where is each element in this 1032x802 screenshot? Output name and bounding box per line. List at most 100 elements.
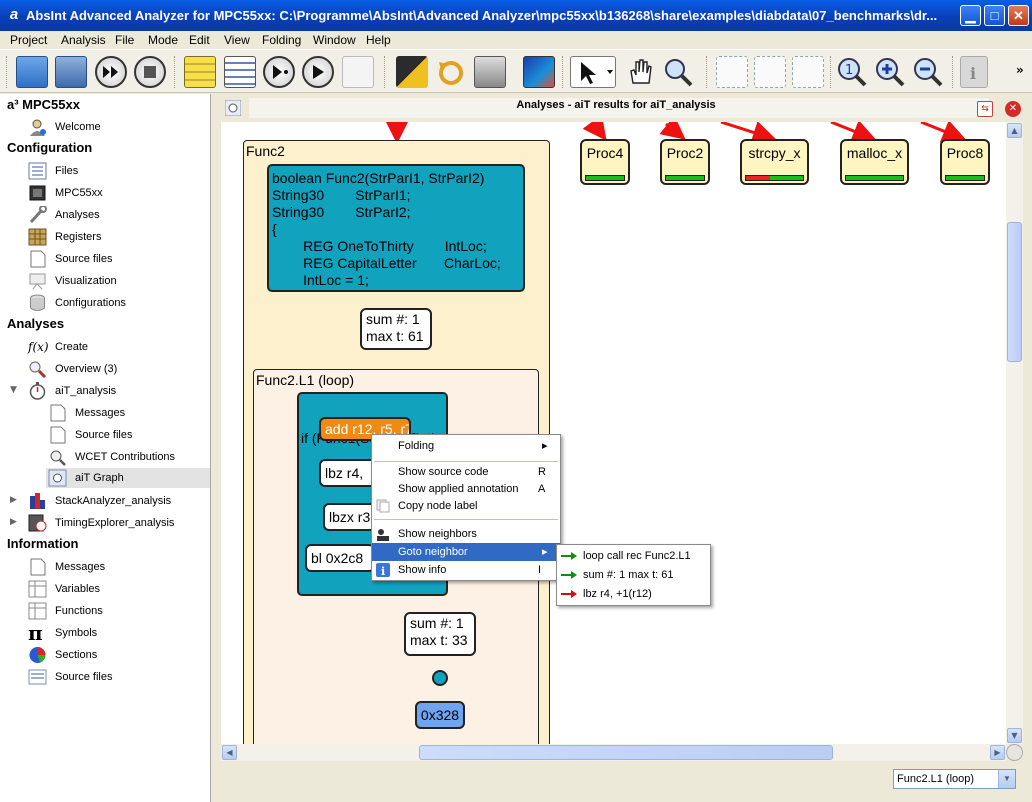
- run-step-icon[interactable]: [263, 56, 295, 88]
- sidebar-item-ait-graph[interactable]: aiT Graph: [46, 468, 210, 488]
- zoom-reset-icon[interactable]: 1: [836, 56, 868, 88]
- sidebar-item-timingexplorer[interactable]: TimingExplorer_analysis: [28, 513, 208, 533]
- proc-node-malloc[interactable]: malloc_x: [840, 139, 909, 185]
- menu-view[interactable]: View: [224, 33, 250, 47]
- edit-annotations-icon[interactable]: [396, 56, 428, 88]
- close-panel-button[interactable]: ✕: [1005, 101, 1021, 117]
- save-icon[interactable]: [55, 56, 87, 88]
- junction-node[interactable]: [432, 670, 448, 686]
- report-icon[interactable]: [224, 56, 256, 88]
- sidebar-item-info-messages[interactable]: Messages: [28, 557, 208, 577]
- scroll-right-button[interactable]: ▶: [990, 745, 1005, 760]
- collapse-arrow-icon[interactable]: ▼: [10, 385, 17, 395]
- menu-item-show-neighbors[interactable]: Show neighbors: [372, 525, 560, 543]
- proc-node-proc8[interactable]: Proc8: [940, 139, 990, 185]
- horizontal-scrollbar[interactable]: ◀ ▶: [221, 744, 1006, 761]
- proc-node-proc4[interactable]: Proc4: [580, 139, 630, 185]
- stop-icon[interactable]: [134, 56, 166, 88]
- menu-edit[interactable]: Edit: [189, 33, 210, 47]
- menu-item-goto-neighbor[interactable]: Goto neighbor ▸: [372, 543, 560, 561]
- menu-item-copy-node-label[interactable]: Copy node label: [372, 497, 560, 515]
- hand-tool-icon[interactable]: [624, 56, 656, 88]
- zoom-corner-icon[interactable]: [1006, 744, 1023, 761]
- sidebar-item-stackanalyzer[interactable]: StackAnalyzer_analysis: [28, 491, 208, 511]
- menu-item-show-source-code[interactable]: Show source code R: [372, 463, 560, 481]
- reload-icon[interactable]: [435, 56, 467, 88]
- menu-project[interactable]: Project: [10, 33, 48, 47]
- sidebar-item-wcet-contributions[interactable]: WCET Contributions: [48, 447, 208, 467]
- node-selector-dropdown[interactable]: Func2.L1 (loop) ▼: [893, 769, 1016, 789]
- pointer-tool-icon[interactable]: [570, 56, 616, 88]
- stat-node-sum2[interactable]: sum #: 1 max t: 33: [404, 612, 476, 656]
- minimize-button[interactable]: ▁: [960, 5, 981, 26]
- sidebar-item-sections[interactable]: Sections: [28, 645, 208, 665]
- menu-mode[interactable]: Mode: [148, 33, 179, 47]
- sidebar-item-files[interactable]: Files: [28, 161, 208, 181]
- analysis-list-icon[interactable]: [184, 56, 216, 88]
- graph-export-icon[interactable]: [523, 56, 555, 88]
- open-folder-icon[interactable]: [16, 56, 48, 88]
- menu-help[interactable]: Help: [366, 33, 391, 47]
- menu-file[interactable]: File: [115, 33, 135, 47]
- scroll-up-button[interactable]: ▲: [1007, 123, 1022, 138]
- menu-folding[interactable]: Folding: [262, 33, 302, 47]
- menu-window[interactable]: Window: [313, 33, 356, 47]
- zoom-out-icon[interactable]: [912, 56, 944, 88]
- proc-node-proc2[interactable]: Proc2: [660, 139, 710, 185]
- menu-analysis[interactable]: Analysis: [61, 33, 106, 47]
- layout-left-icon[interactable]: [716, 56, 748, 88]
- expand-arrow-icon[interactable]: ▶: [10, 495, 17, 505]
- print-icon[interactable]: [474, 56, 506, 88]
- stat-node-sum1[interactable]: sum #: 1 max t: 61: [360, 308, 432, 350]
- proc-node-strcpy[interactable]: strcpy_x: [740, 139, 809, 185]
- neighbor-item-loop-call[interactable]: loop call rec Func2.L1: [557, 547, 710, 565]
- sidebar-item-configurations[interactable]: Configurations: [28, 293, 208, 313]
- scroll-down-button[interactable]: ▼: [1007, 728, 1022, 743]
- run-icon[interactable]: [302, 56, 334, 88]
- run-all-icon[interactable]: [95, 56, 127, 88]
- dropdown-arrow-icon[interactable]: ▼: [998, 770, 1015, 788]
- address-node[interactable]: 0x328: [415, 701, 465, 729]
- sidebar-item-overview[interactable]: Overview (3): [28, 359, 208, 379]
- vertical-scrollbar[interactable]: ▲ ▼: [1006, 122, 1023, 744]
- instruction-node-lbz[interactable]: lbz r4,: [319, 459, 379, 487]
- sidebar-item-functions[interactable]: Functions: [28, 601, 208, 621]
- neighbor-item-sum[interactable]: sum #: 1 max t: 61: [557, 566, 710, 584]
- maximize-button[interactable]: □: [984, 5, 1005, 26]
- horizontal-scroll-thumb[interactable]: [419, 745, 833, 760]
- presentation-icon[interactable]: [342, 56, 374, 88]
- sidebar-item-info-source-files[interactable]: Source files: [28, 667, 208, 687]
- sidebar-item-symbols[interactable]: π Symbols: [28, 623, 208, 643]
- sidebar-item-welcome[interactable]: Welcome: [28, 117, 208, 137]
- sidebar-item-visualization[interactable]: Visualization: [28, 271, 208, 291]
- sidebar-item-create[interactable]: f(x) Create: [28, 337, 208, 357]
- expand-arrow-icon[interactable]: ▶: [10, 517, 17, 527]
- instruction-node-bl[interactable]: bl 0x2c8: [305, 544, 375, 572]
- sidebar-item-ait-messages[interactable]: Messages: [48, 403, 208, 423]
- sidebar-item-analyses[interactable]: Analyses: [28, 205, 208, 225]
- zoom-in-icon[interactable]: [874, 56, 906, 88]
- menu-item-show-info[interactable]: i Show info I: [372, 561, 560, 579]
- menu-item-show-applied-annotation[interactable]: Show applied annotation A: [372, 480, 560, 498]
- sidebar-item-registers[interactable]: Registers: [28, 227, 208, 247]
- toolbar-overflow[interactable]: »: [1016, 63, 1024, 77]
- close-button[interactable]: ✕: [1008, 5, 1029, 26]
- undock-panel-button[interactable]: ⇆: [977, 101, 993, 117]
- sidebar-item-ait-source-files[interactable]: Source files: [48, 425, 208, 445]
- sidebar-item-variables[interactable]: Variables: [28, 579, 208, 599]
- layout-center-icon[interactable]: [792, 56, 824, 88]
- menu-item-folding[interactable]: Folding ▸: [372, 437, 560, 455]
- info-icon[interactable]: i: [960, 56, 988, 88]
- graph-canvas[interactable]: Func2 boolean Func2(StrParI1, StrParI2) …: [221, 122, 1006, 744]
- search-icon[interactable]: [662, 56, 694, 88]
- code-block-func2-header[interactable]: boolean Func2(StrParI1, StrParI2) String…: [267, 164, 525, 292]
- scroll-left-button[interactable]: ◀: [222, 745, 237, 760]
- sidebar-root[interactable]: a³ MPC55xx: [7, 97, 80, 112]
- layout-top-icon[interactable]: [754, 56, 786, 88]
- vertical-scroll-thumb[interactable]: [1007, 222, 1022, 362]
- instruction-node-lbzx[interactable]: lbzx r3: [323, 503, 378, 531]
- neighbor-item-lbz[interactable]: lbz r4, +1(r12): [557, 585, 710, 603]
- sidebar-item-ait-analysis[interactable]: aiT_analysis: [28, 381, 208, 401]
- sidebar-item-source-files[interactable]: Source files: [28, 249, 208, 269]
- sidebar-item-mpc55xx[interactable]: MPC55xx: [28, 183, 208, 203]
